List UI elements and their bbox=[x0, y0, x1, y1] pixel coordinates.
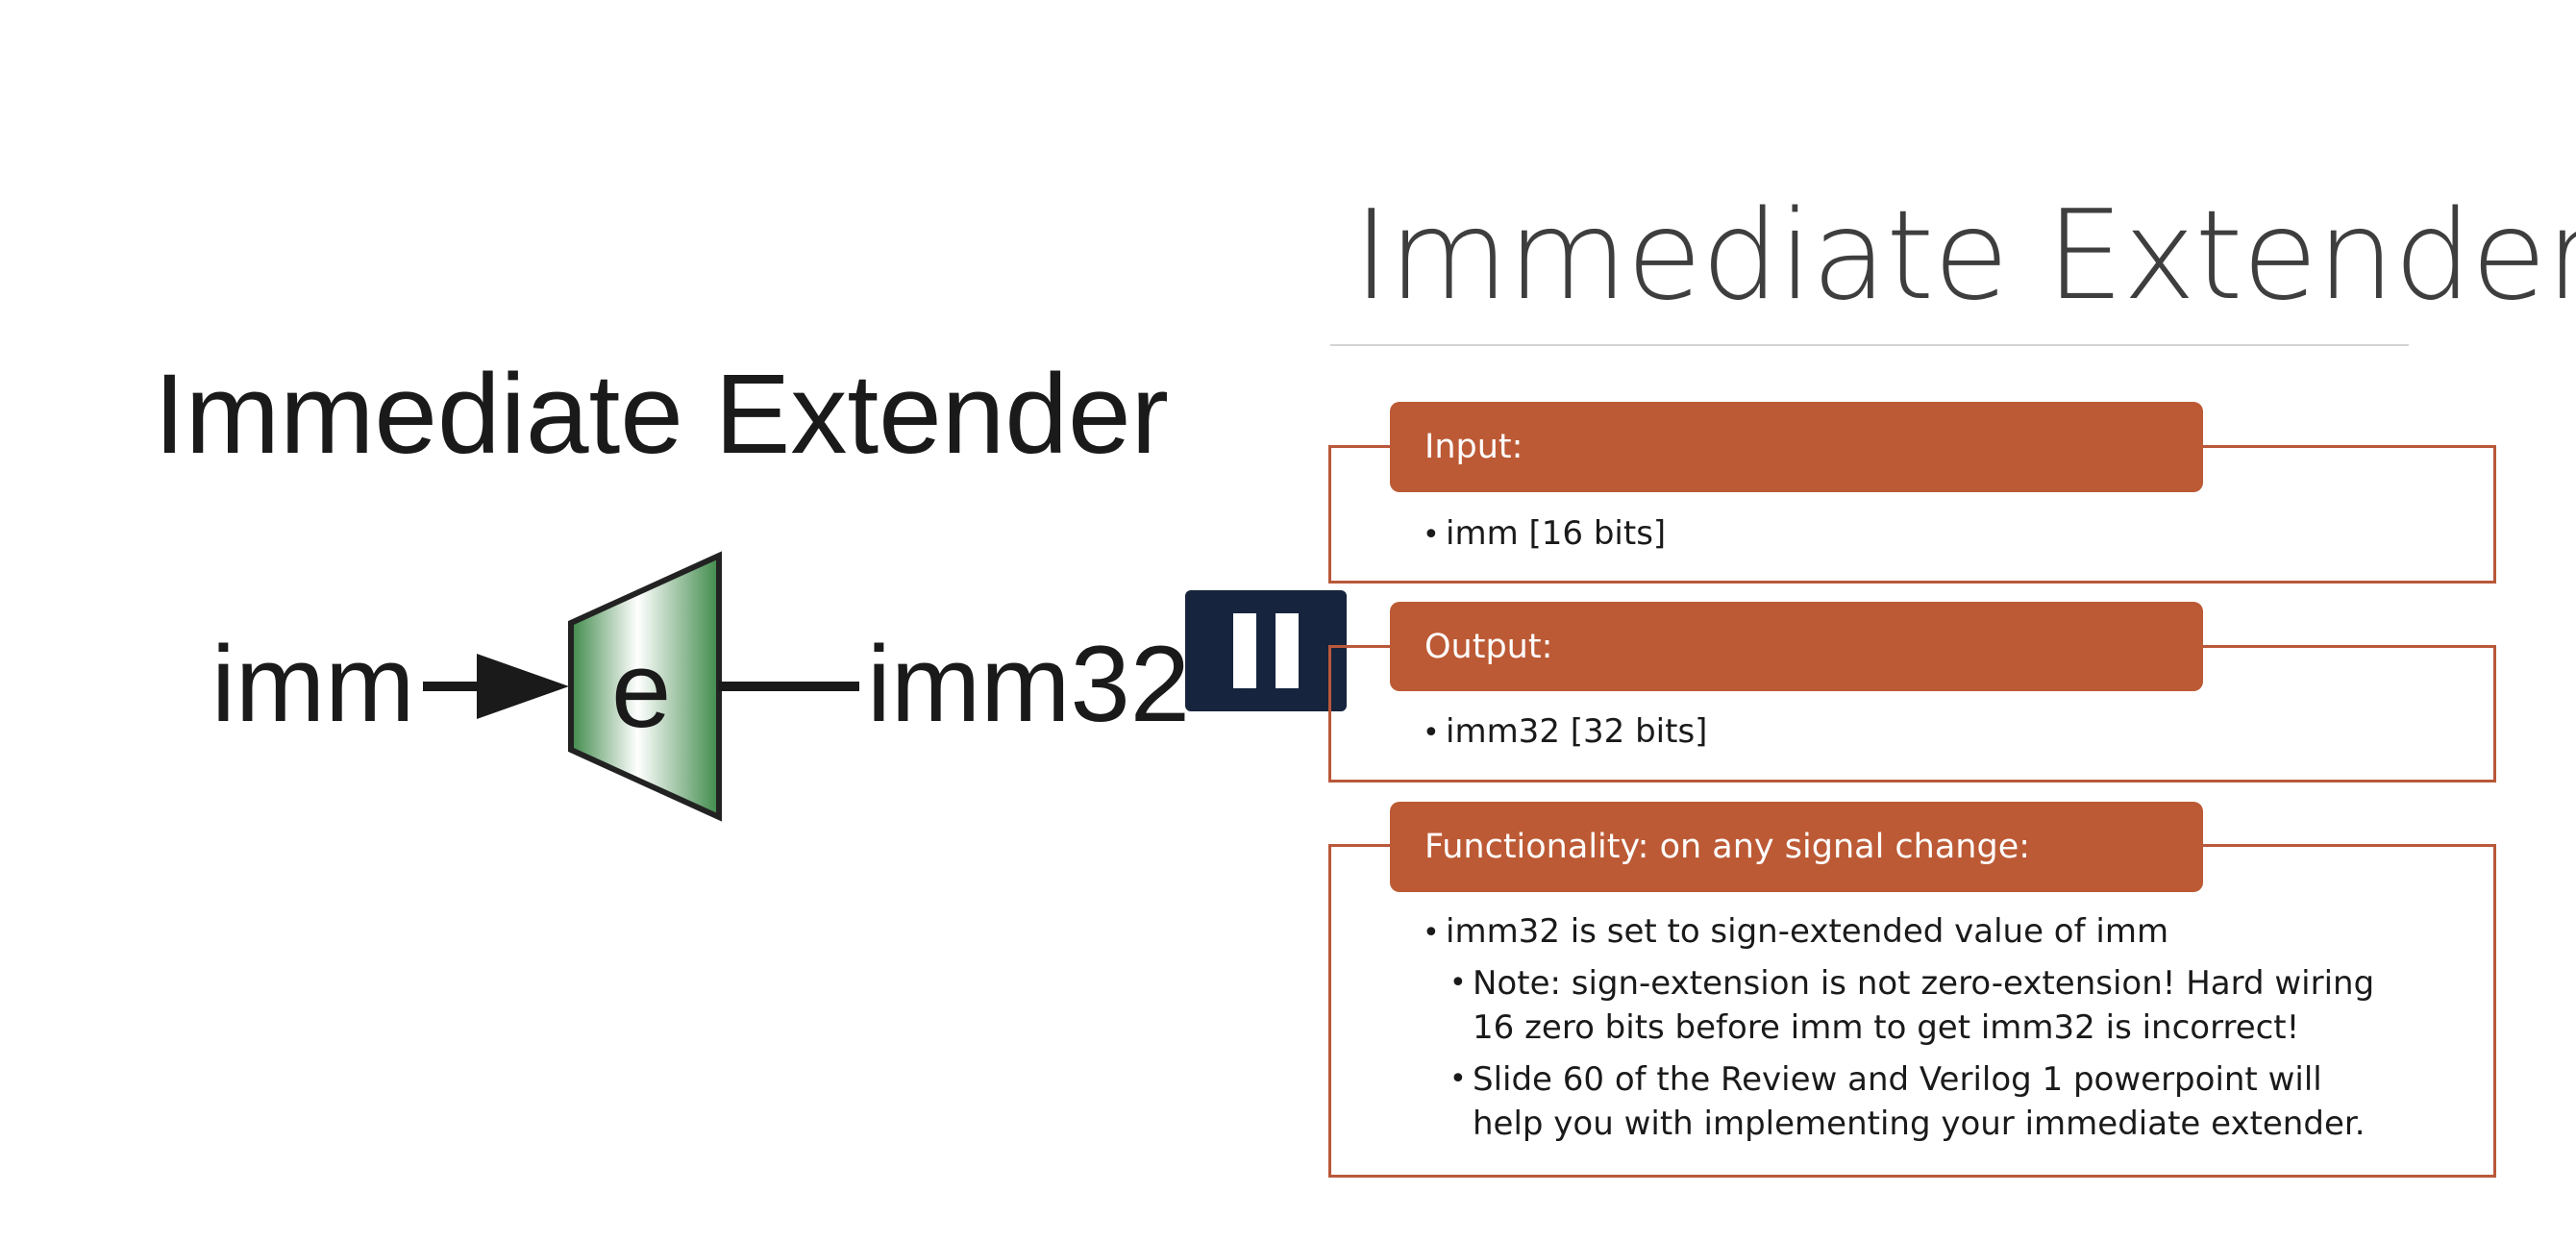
sub-bullet-2-line-1: Slide 60 of the Review and Verilog 1 pow… bbox=[1473, 1060, 2322, 1099]
pause-icon bbox=[1233, 613, 1256, 688]
bullet-dot: • bbox=[1423, 716, 1440, 750]
pause-button[interactable] bbox=[1185, 590, 1347, 711]
diagram-input-label: imm bbox=[211, 624, 414, 744]
title-divider bbox=[1330, 344, 2409, 346]
output-section-header: Output: bbox=[1390, 602, 2203, 691]
input-bullet: •imm [16 bits] bbox=[1423, 511, 1666, 558]
functionality-section-header: Functionality: on any signal change: bbox=[1390, 802, 2203, 892]
slide-title: Immediate Extender bbox=[1353, 185, 2576, 328]
output-bullet-text: imm32 [32 bits] bbox=[1446, 712, 1708, 751]
sub-bullet-2-line-2: help you with implementing your immediat… bbox=[1473, 1105, 2365, 1143]
diagram-output-label: imm32 bbox=[867, 624, 1190, 744]
bullet-dot: • bbox=[1423, 518, 1440, 552]
sub-bullet-1-line-1: Note: sign-extension is not zero-extensi… bbox=[1473, 964, 2375, 1003]
output-bullet: •imm32 [32 bits] bbox=[1423, 709, 1707, 756]
bullet-dot: • bbox=[1423, 916, 1440, 950]
input-section-header: Input: bbox=[1390, 402, 2203, 492]
diagram-title: Immediate Extender bbox=[154, 351, 1169, 478]
sub-bullet-dot: • bbox=[1449, 1062, 1467, 1096]
sub-bullet-1-line-2: 16 zero bits before imm to get imm32 is … bbox=[1473, 1008, 2300, 1047]
immediate-extender-diagram: imm e imm32 bbox=[211, 551, 1190, 822]
input-arrowhead bbox=[477, 654, 569, 719]
functionality-sub-bullet-2: • Slide 60 of the Review and Verilog 1 p… bbox=[1449, 1057, 2365, 1146]
functionality-bullet-text: imm32 is set to sign-extended value of i… bbox=[1446, 912, 2169, 951]
input-bullet-text: imm [16 bits] bbox=[1446, 514, 1667, 553]
pause-icon-bar bbox=[1276, 613, 1299, 688]
functionality-bullet: •imm32 is set to sign-extended value of … bbox=[1423, 909, 2168, 956]
extender-block bbox=[568, 551, 722, 822]
sub-bullet-dot: • bbox=[1449, 966, 1467, 1000]
extender-block-label: e bbox=[611, 630, 671, 750]
functionality-sub-bullet-1: • Note: sign-extension is not zero-exten… bbox=[1449, 961, 2375, 1050]
